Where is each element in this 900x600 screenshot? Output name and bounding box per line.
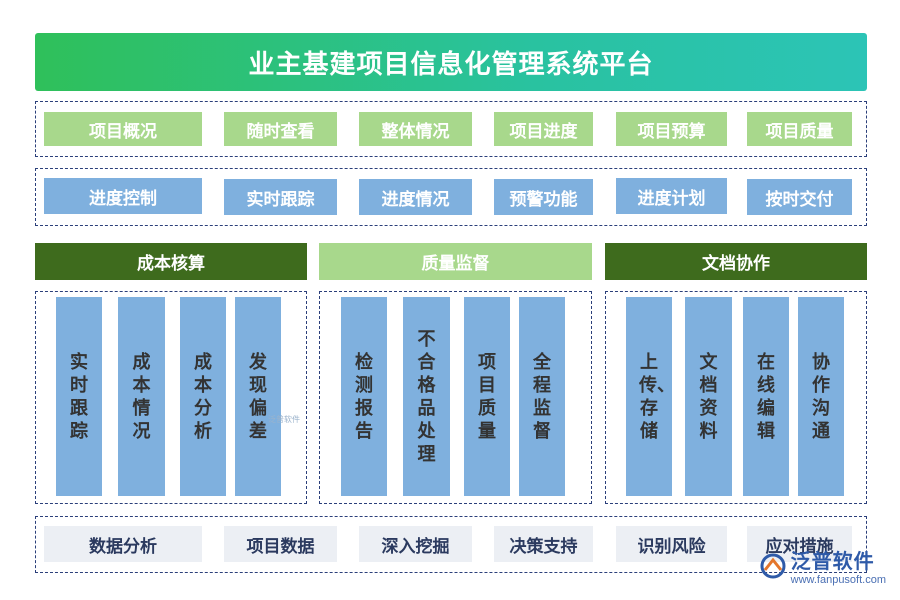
row1-item-3: 整体情况 bbox=[359, 112, 472, 146]
section-docs-container bbox=[605, 291, 867, 504]
section-quality-container bbox=[319, 291, 592, 504]
row2-item-2: 实时跟踪 bbox=[224, 179, 337, 215]
quality-item-1: 检测报告 bbox=[341, 297, 387, 496]
row1-item-6: 项目质量 bbox=[747, 112, 852, 146]
cost-item-4: 发现偏差 bbox=[235, 297, 281, 496]
logo-url: www.fanpusoft.com bbox=[790, 574, 886, 586]
quality-item-4: 全程监督 bbox=[519, 297, 565, 496]
row1-item-5: 项目预算 bbox=[616, 112, 727, 146]
logo-icon bbox=[760, 553, 786, 578]
page-title: 业主基建项目信息化管理系统平台 bbox=[35, 33, 867, 91]
row1-item-1: 项目概况 bbox=[44, 112, 202, 146]
logo-name: 泛普软件 bbox=[790, 551, 875, 573]
row3-item-6: 应对措施 bbox=[747, 526, 852, 562]
quality-item-2: 不合格品处理 bbox=[403, 297, 450, 496]
quality-item-3: 项目质量 bbox=[464, 297, 510, 496]
row1-container bbox=[35, 101, 867, 157]
watermark: 泛普软件 bbox=[268, 415, 300, 424]
brand-logo: 泛普软件 www.fanpusoft.com bbox=[759, 545, 886, 586]
row2-item-6: 按时交付 bbox=[747, 179, 852, 215]
cost-item-1: 实时跟踪 bbox=[56, 297, 102, 496]
row2-item-5: 进度计划 bbox=[616, 178, 727, 214]
row2-item-4: 预警功能 bbox=[494, 179, 593, 215]
cost-item-3: 成本分析 bbox=[180, 297, 226, 496]
row3-item-3: 深入挖掘 bbox=[359, 526, 472, 562]
row3-item-2: 项目数据 bbox=[224, 526, 337, 562]
docs-item-2: 文档资料 bbox=[685, 297, 732, 496]
row2-item-3: 进度情况 bbox=[359, 179, 472, 215]
docs-item-4: 协作沟通 bbox=[798, 297, 844, 496]
docs-item-3: 在线编辑 bbox=[743, 297, 789, 496]
docs-item-1: 上传、存储 bbox=[626, 297, 675, 496]
cost-item-2: 成本情况 bbox=[118, 297, 165, 496]
row2-container bbox=[35, 168, 867, 226]
row3-item-5: 识别风险 bbox=[616, 526, 727, 562]
section-quality-header: 质量监督 bbox=[319, 243, 592, 280]
section-cost-container bbox=[35, 291, 307, 504]
row3-item-1: 数据分析 bbox=[44, 526, 202, 562]
section-docs-header: 文档协作 bbox=[605, 243, 867, 280]
section-cost-header: 成本核算 bbox=[35, 243, 307, 280]
row3-container bbox=[35, 516, 867, 573]
row1-item-2: 随时查看 bbox=[224, 112, 337, 146]
row3-item-4: 决策支持 bbox=[494, 526, 593, 562]
row1-item-4: 项目进度 bbox=[494, 112, 593, 146]
row2-item-1: 进度控制 bbox=[44, 178, 202, 214]
